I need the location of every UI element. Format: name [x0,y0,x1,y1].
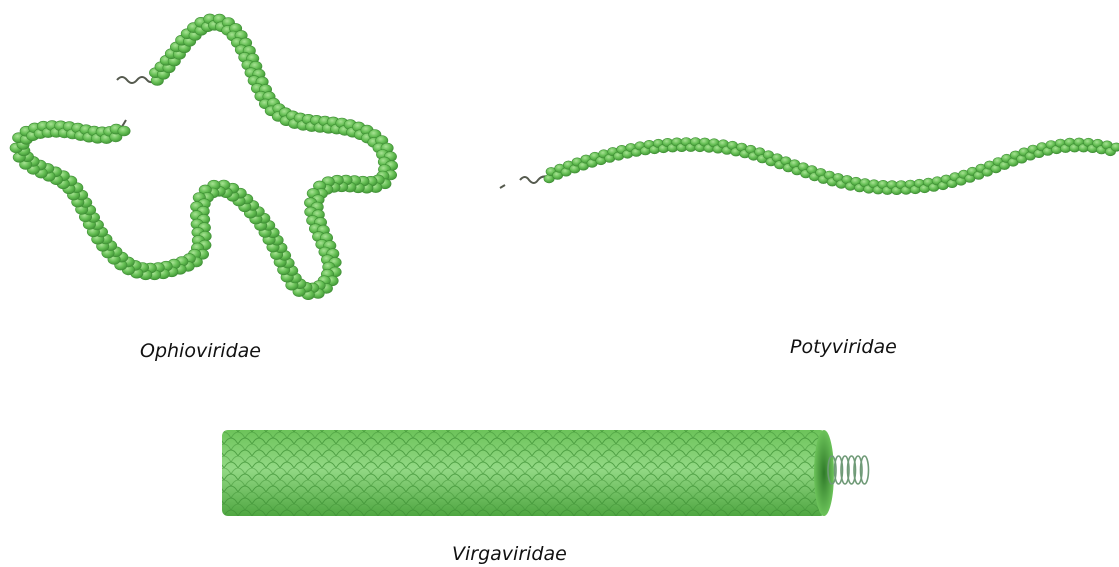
potyviridae-virion [500,138,1119,195]
ophioviridae-virion [10,14,398,300]
potyviridae-capsid-subunit [1111,143,1119,151]
virgaviridae-rod-end [814,430,834,516]
virgaviridae-rod-scales [222,430,826,516]
virgaviridae-rna-helix [828,456,869,484]
potyviridae-label: Potyviridae [790,336,897,358]
ophioviridae-label: Ophioviridae [140,340,261,362]
potyviridae-rna-tail [500,176,548,188]
ophioviridae-capsid-subunit [118,126,130,136]
virgaviridae-label: Virgaviridae [452,543,567,565]
virgaviridae-virion [222,430,869,516]
